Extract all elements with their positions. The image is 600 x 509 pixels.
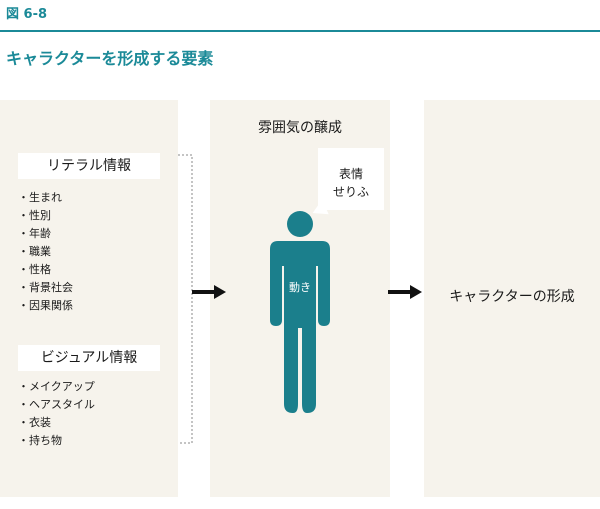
dotted-bracket (178, 154, 193, 444)
header-rule (0, 30, 600, 32)
list-item: 衣装 (18, 414, 95, 432)
character-formation-label: キャラクターの形成 (449, 289, 575, 305)
list-item: メイクアップ (18, 378, 95, 396)
visual-info-heading: ビジュアル情報 (18, 345, 160, 371)
list-item: 因果関係 (18, 297, 73, 315)
list-item: ヘアスタイル (18, 396, 95, 414)
atmosphere-title: 雰囲気の醸成 (258, 120, 342, 136)
list-item: 持ち物 (18, 432, 95, 450)
list-item: 年齢 (18, 225, 73, 243)
figure-number: 図 6-8 (6, 7, 48, 22)
person-icon (270, 211, 330, 413)
arrow-right-icon (192, 285, 226, 299)
list-item: 職業 (18, 243, 73, 261)
figure-label-movement: 動き (289, 281, 311, 294)
list-item: 性格 (18, 261, 73, 279)
literal-info-list: 生まれ 性別 年齢 職業 性格 背景社会 因果関係 (18, 189, 73, 315)
list-item: 背景社会 (18, 279, 73, 297)
bubble-text-lines: せりふ (332, 185, 369, 199)
literal-info-heading: リテラル情報 (18, 153, 160, 179)
figure-title: キャラクターを形成する要素 (6, 49, 214, 68)
speech-bubble (318, 148, 384, 210)
visual-info-list: メイクアップ ヘアスタイル 衣装 持ち物 (18, 378, 95, 450)
list-item: 生まれ (18, 189, 73, 207)
character-panel (424, 100, 600, 497)
bubble-text-expression: 表情 (338, 167, 363, 181)
arrow-right-icon (388, 285, 422, 299)
list-item: 性別 (18, 207, 73, 225)
